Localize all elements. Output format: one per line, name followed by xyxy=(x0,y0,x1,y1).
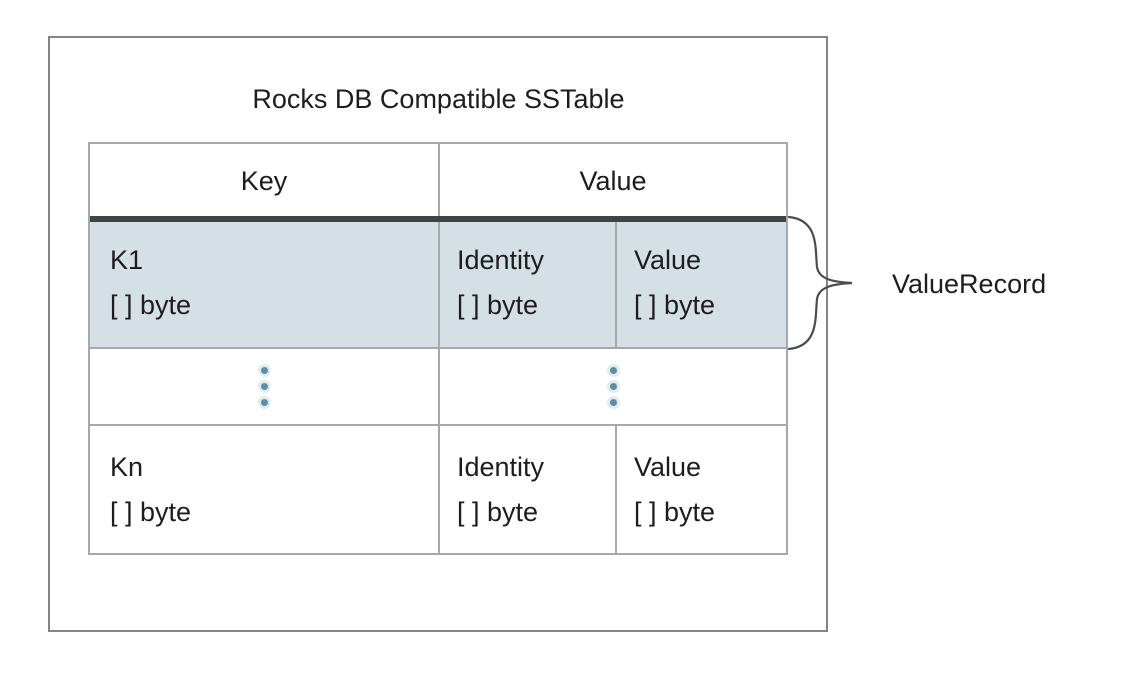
header-cell-value: Value xyxy=(440,144,786,218)
vertical-ellipsis-icon xyxy=(260,367,268,374)
key-type: [ ] byte xyxy=(110,289,192,320)
header-cell-key: Key xyxy=(90,144,440,218)
row-ellipsis-key-cell xyxy=(90,349,440,426)
identity-type: [ ] byte xyxy=(457,289,539,320)
row-first-value-cell: Value [ ] byte xyxy=(617,218,786,349)
identity-name: Identity xyxy=(457,244,545,275)
row-first-key-cell: K1 [ ] byte xyxy=(90,218,440,349)
identity-type: [ ] byte xyxy=(457,496,539,527)
row-first-identity-cell: Identity [ ] byte xyxy=(440,218,617,349)
vertical-ellipsis-icon xyxy=(260,399,268,406)
identity-name: Identity xyxy=(457,451,545,482)
value-record-label: ValueRecord xyxy=(892,269,1047,299)
value-name: Value xyxy=(634,244,702,275)
header-key-label: Key xyxy=(240,166,288,196)
key-name: Kn xyxy=(110,451,144,482)
row-last-value-cell: Value [ ] byte xyxy=(617,426,786,553)
header-value-label: Value xyxy=(579,166,647,196)
sstable-table: Key Value K1 [ ] byte Identity [ ] byte … xyxy=(88,142,788,555)
vertical-ellipsis-icon xyxy=(609,367,617,374)
vertical-ellipsis-icon xyxy=(609,399,617,406)
value-type: [ ] byte xyxy=(634,289,716,320)
header-divider-line xyxy=(90,216,786,222)
vertical-ellipsis-icon xyxy=(609,383,617,390)
value-type: [ ] byte xyxy=(634,496,716,527)
row-last-key-cell: Kn [ ] byte xyxy=(90,426,440,553)
key-name: K1 xyxy=(110,244,144,275)
value-name: Value xyxy=(634,451,702,482)
vertical-ellipsis-icon xyxy=(260,383,268,390)
row-last-identity-cell: Identity [ ] byte xyxy=(440,426,617,553)
key-type: [ ] byte xyxy=(110,496,192,527)
curly-brace-icon xyxy=(787,215,853,351)
sstable-outer-box xyxy=(48,36,828,632)
row-ellipsis-value-cell xyxy=(440,349,786,426)
diagram-title: Rocks DB Compatible SSTable xyxy=(252,84,625,114)
